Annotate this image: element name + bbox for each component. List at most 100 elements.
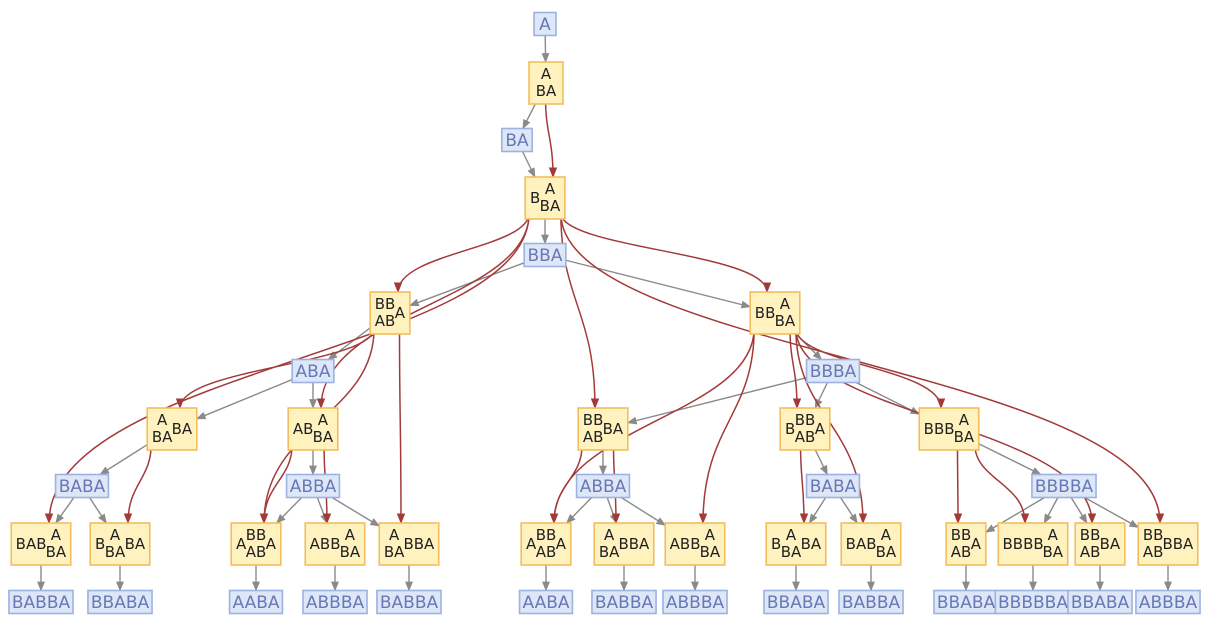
state-label: BBBA	[810, 362, 857, 382]
causal-edge	[953, 443, 963, 525]
state-edge	[1084, 496, 1140, 529]
state-edge	[55, 497, 75, 524]
state-label: ABBBA	[306, 593, 365, 613]
event-consumed: A	[157, 411, 168, 429]
state-node: ABBA	[575, 473, 631, 499]
state-edge	[839, 497, 858, 524]
event-consumed: A	[318, 411, 329, 429]
state-edge	[275, 497, 303, 524]
causal-edge	[175, 327, 375, 410]
event-suffix: A	[815, 420, 826, 438]
event-consumed: A	[541, 65, 552, 83]
event-suffix: BBA	[1162, 535, 1194, 553]
state-label: BABA	[59, 477, 106, 497]
state-label: BBA	[528, 246, 563, 266]
state-node: BBABA	[87, 589, 153, 615]
event-consumed: A	[545, 180, 556, 198]
event-prefix: BAB	[846, 535, 877, 553]
event-box	[945, 522, 987, 566]
event-suffix: BBA	[618, 535, 650, 553]
causal-edge	[698, 327, 755, 525]
state-box	[500, 127, 534, 153]
event-consumed: BB	[583, 411, 604, 429]
state-label: BBABA	[91, 593, 150, 613]
event-produced: AB	[795, 428, 816, 446]
event-box	[765, 522, 827, 566]
event-consumed: A	[51, 526, 62, 544]
causal-edge	[44, 212, 530, 525]
event-consumed: BB	[536, 526, 557, 544]
event-produced: AB	[375, 312, 396, 330]
event-box	[89, 522, 151, 566]
event-produced: BA	[599, 543, 620, 561]
event-box	[577, 407, 629, 451]
state-label: ABBBA	[666, 593, 725, 613]
state-box	[662, 589, 728, 615]
state-box	[575, 473, 631, 499]
state-node: ABBA	[285, 473, 341, 499]
event-suffix: BBA	[403, 535, 435, 553]
state-label: BBABA	[1071, 593, 1130, 613]
state-edge	[620, 496, 667, 526]
state-edge	[327, 327, 371, 361]
state-label: ABBBA	[1139, 593, 1198, 613]
state-label: BABBA	[12, 593, 71, 613]
event-box	[520, 522, 572, 566]
event-produced: AB	[951, 543, 972, 561]
causal-edge	[789, 327, 802, 410]
event-consumed: BB	[375, 295, 396, 313]
event-produced: BA	[775, 312, 796, 330]
event-consumed: BB	[1080, 526, 1101, 544]
state-box	[376, 589, 442, 615]
state-box	[8, 589, 74, 615]
event-produced: AB	[246, 543, 267, 561]
state-label: BABA	[810, 477, 857, 497]
state-label: BBBBBA	[998, 593, 1068, 613]
event-box	[528, 61, 564, 105]
event-produced: BA	[313, 428, 334, 446]
event-prefix: B	[785, 420, 795, 438]
state-label: ABA	[296, 362, 331, 382]
state-node: BBBBBA	[994, 589, 1072, 615]
state-node: BBBA	[805, 358, 861, 384]
state-box	[285, 473, 341, 499]
causal-edge	[316, 212, 530, 410]
state-box	[1031, 473, 1097, 499]
state-edge	[99, 444, 148, 476]
event-produced: BA	[384, 543, 405, 561]
event-prefix: ABB	[670, 535, 701, 553]
state-edge	[978, 443, 1042, 476]
event-prefix: A	[236, 535, 247, 553]
event-consumed: A	[786, 526, 797, 544]
event-prefix: BB	[755, 304, 776, 322]
event-produced: AB	[1080, 543, 1101, 561]
causal-edge	[393, 212, 530, 294]
state-node: ABBBA	[302, 589, 368, 615]
causal-edge	[560, 212, 772, 294]
state-node: BABBA	[8, 589, 74, 615]
state-edge	[814, 382, 829, 409]
causal-edge	[560, 212, 600, 410]
causal-edge	[799, 443, 809, 525]
event-prefix: AB	[293, 420, 314, 438]
event-suffix: A	[556, 535, 567, 553]
event-produced: BA	[876, 543, 897, 561]
event-produced: AB	[583, 428, 604, 446]
event-box	[749, 291, 801, 335]
state-node: BBABA	[763, 589, 829, 615]
event-prefix: B	[530, 189, 540, 207]
state-box	[805, 358, 861, 384]
event-suffix: A	[395, 304, 406, 322]
event-consumed: BB	[246, 526, 267, 544]
causal-edge	[560, 212, 1165, 525]
state-label: BBABA	[937, 593, 996, 613]
event-produced: BA	[1043, 543, 1064, 561]
event-box	[1074, 522, 1126, 566]
state-box	[1135, 589, 1201, 615]
